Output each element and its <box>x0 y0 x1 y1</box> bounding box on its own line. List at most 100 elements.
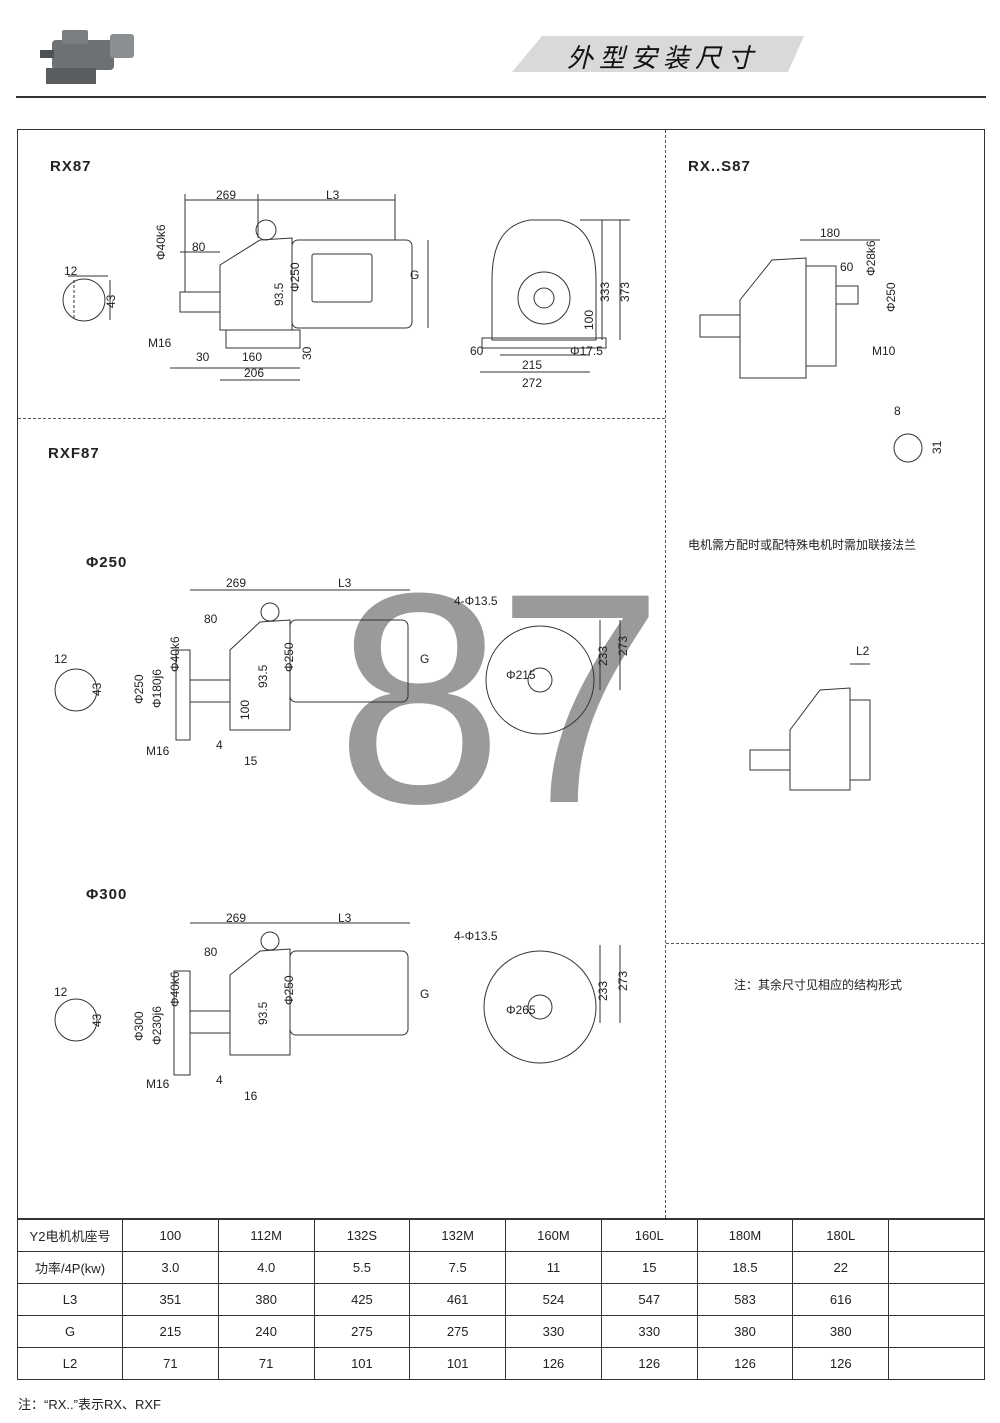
rxf87-300-dim-230j6: Φ230j6 <box>150 1006 164 1045</box>
rxf87-300-flange <box>173 970 191 1076</box>
table-cell: 380 <box>792 1315 890 1348</box>
rx87-dim-G: G <box>410 268 420 282</box>
rxf87-300-dim-M16: M16 <box>146 1077 170 1091</box>
table-cell: 524 <box>505 1283 602 1316</box>
rxf87-250-dim-15: 15 <box>244 754 258 768</box>
rxf87-250-dim-43: 43 <box>90 682 104 696</box>
rxf87-300-dim-L3: L3 <box>338 911 352 925</box>
rxf87-300-dim-12: 12 <box>54 985 68 999</box>
rx87-dim-L3: L3 <box>326 188 340 202</box>
rxf87-250-dim-93-5: 93.5 <box>256 664 270 688</box>
table-cell: 275 <box>313 1315 411 1348</box>
rxs87-flange-drawing <box>749 663 871 791</box>
table-cell: 330 <box>600 1315 698 1348</box>
rx87-motor-body <box>291 239 413 329</box>
rx87-dim-60: 60 <box>470 344 484 358</box>
rx87-dim-333: 333 <box>598 281 612 302</box>
table-cell <box>888 1251 985 1284</box>
rxf87-250-motor-body <box>289 619 409 703</box>
rx87-dim-93-5: 93.5 <box>272 282 286 306</box>
table-cell: 160L <box>600 1219 698 1252</box>
rxf87-250-drawing <box>54 589 621 741</box>
rx87-label: RX87 <box>50 158 92 175</box>
rxf87-300-motor-body <box>289 950 409 1036</box>
table-cell: 5.5 <box>313 1251 411 1284</box>
table-cell: 583 <box>696 1283 794 1316</box>
table-cell: 71 <box>217 1347 315 1380</box>
rxs87-dim-L2: L2 <box>856 644 870 658</box>
rxf87-250-dim-G: G <box>420 652 430 666</box>
rx87-dim-43: 43 <box>104 294 118 308</box>
rxs87-dim-180: 180 <box>820 226 841 240</box>
rx87-dim-30b: 30 <box>300 346 314 360</box>
rxf87-300-dim-273: 273 <box>616 970 630 991</box>
rxs87-shaft-section <box>893 433 923 463</box>
rx87-dim-160: 160 <box>242 350 263 364</box>
rx87-dim-17-5: Φ17.5 <box>570 344 603 358</box>
rx87-shaft-section <box>62 278 106 322</box>
rxf87-label: RXF87 <box>48 445 100 462</box>
table-cell: 7.5 <box>409 1251 507 1284</box>
rx87-end-view-bore <box>517 271 571 325</box>
rx87-dim-269: 269 <box>216 188 237 202</box>
table-cell: 275 <box>409 1315 507 1348</box>
rxf87-250-dim-250: Φ250 <box>132 674 146 704</box>
table-cell: 18.5 <box>696 1251 794 1284</box>
table-cell: 240 <box>217 1315 315 1348</box>
section-divider-note <box>666 943 984 944</box>
rxf87-300-dim-holes: 4-Φ13.5 <box>454 929 498 943</box>
row-label: L3 <box>17 1283 123 1316</box>
row-label: G <box>17 1315 123 1348</box>
rxf87-250-dim-12: 12 <box>54 652 68 666</box>
table-cell <box>888 1315 985 1348</box>
rxf87-300-dim-16: 16 <box>244 1089 258 1103</box>
rxf87-300-lifting-eye <box>260 931 280 951</box>
table-cell: 126 <box>600 1347 698 1380</box>
table-cell: 4.0 <box>217 1251 315 1284</box>
rx87-dim-250: Φ250 <box>288 262 302 292</box>
table-cell: 132M <box>409 1219 507 1252</box>
table-cell: 126 <box>505 1347 602 1380</box>
row-label: L2 <box>17 1347 123 1380</box>
table-cell: 380 <box>696 1315 794 1348</box>
table-cell: 547 <box>600 1283 698 1316</box>
rx87-dim-100: 100 <box>582 309 596 330</box>
table-cell: 380 <box>217 1283 315 1316</box>
rxf87-300-dim-269: 269 <box>226 911 247 925</box>
rxf87-300-dim-80: 80 <box>204 945 218 959</box>
rxs87-dim-250: Φ250 <box>884 282 898 312</box>
rxf87-250-dim-4: 4 <box>216 738 223 752</box>
table-cell <box>888 1347 985 1380</box>
table-cell: 351 <box>122 1283 219 1316</box>
rxf87-250-end-view <box>485 625 595 735</box>
rx87-dim-215: 215 <box>522 358 543 372</box>
rxf87-300-shaft-section <box>54 998 98 1042</box>
rxf87-250-dim-40k6: Φ40k6 <box>168 636 182 672</box>
rxf87-flange-250-label: Φ250 <box>86 554 128 571</box>
rxs87-dim-8: 8 <box>894 404 901 418</box>
title-banner <box>512 36 804 72</box>
rxf87-250-dimensions: 269 L3 80 Φ40k6 Φ180j6 Φ250 93.5 Φ250 10… <box>40 576 660 780</box>
rxf87-300-dim-G: G <box>420 987 430 1001</box>
rxf87-250-flange <box>175 649 191 741</box>
rxs87-flange-note: 电机需方配时或配特殊电机时需加联接法兰 <box>688 538 917 552</box>
rxf87-250-lifting-eye <box>260 602 280 622</box>
rxf87-250-dim-100: 100 <box>238 699 252 720</box>
rxf87-250-dim-269: 269 <box>226 576 247 590</box>
table-cell: 3.0 <box>122 1251 219 1284</box>
table-cell: 180M <box>696 1219 794 1252</box>
table-cell: 616 <box>792 1283 890 1316</box>
table-cell <box>888 1219 985 1252</box>
rxf87-250-dim-215: Φ215 <box>506 668 536 682</box>
rxf87-250-dim-180j6: Φ180j6 <box>150 669 164 708</box>
table-cell <box>888 1283 985 1316</box>
page-title: 外型安装尺寸 <box>566 44 759 74</box>
rxf87-250-dim-273: 273 <box>616 635 630 656</box>
rx87-dim-272: 272 <box>522 376 543 390</box>
rx87-dim-80: 80 <box>192 240 206 254</box>
row-label: Y2电机机座号 <box>17 1219 123 1252</box>
frame-size-watermark: 87 <box>336 530 664 866</box>
table-cell: 11 <box>505 1251 602 1284</box>
vertical-divider <box>665 130 666 1218</box>
